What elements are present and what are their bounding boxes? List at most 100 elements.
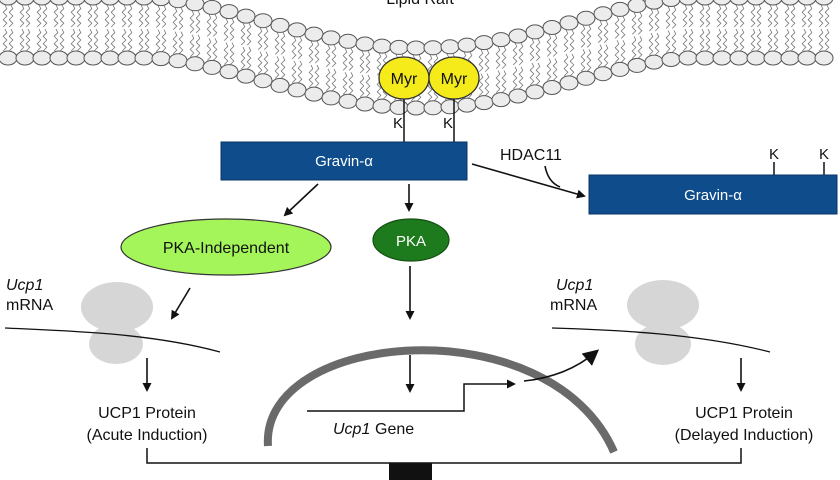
lipid-head	[440, 39, 460, 55]
pka-label: PKA	[396, 233, 426, 250]
lipid-head	[423, 40, 443, 56]
myr-right-label: Myr	[441, 71, 468, 88]
lipid-head	[117, 0, 137, 6]
lipid-head	[610, 61, 630, 77]
lipid-head	[83, 0, 103, 6]
lipid-head	[746, 0, 766, 6]
lipid-tail	[240, 46, 246, 70]
lipid-head	[627, 57, 647, 73]
myr-group-right: Myr	[428, 56, 480, 100]
lipid-tail	[756, 4, 762, 28]
lipid-head	[440, 99, 460, 115]
lipid-tail	[665, 30, 671, 53]
lipid-head	[525, 84, 545, 100]
lipid-tail	[121, 28, 127, 52]
lipid-head	[202, 59, 222, 75]
lipid-tail	[773, 28, 779, 52]
lipid-tail	[603, 20, 609, 43]
arrow-gene-to-mrna-right	[523, 349, 600, 382]
lipid-tail	[178, 7, 184, 30]
lipid-head	[117, 50, 137, 66]
lysine-label-right-1: K	[769, 146, 779, 163]
lipid-head	[168, 0, 188, 9]
lipid-tail	[614, 40, 620, 63]
lipid-tail	[121, 4, 127, 28]
lipid-tail	[705, 28, 711, 52]
lipid-tail	[19, 4, 25, 28]
lipid-head	[678, 0, 698, 6]
lipid-head	[423, 100, 443, 116]
lipid-tail	[484, 49, 490, 72]
lipid-tail	[25, 28, 31, 52]
lipid-head	[270, 77, 290, 93]
lipid-head	[559, 15, 579, 31]
lipid-tail	[824, 28, 830, 52]
arrow-pka-independent-to-mrna	[170, 287, 191, 320]
lysine-label-left-1: K	[393, 115, 403, 132]
lipid-tail	[104, 28, 110, 52]
lipid-tail	[42, 28, 48, 52]
lipid-head	[49, 0, 69, 6]
lipid-tail	[801, 4, 807, 28]
lipid-head	[814, 50, 834, 66]
lipid-tail	[297, 60, 303, 84]
lipid-head	[49, 50, 69, 66]
hdac11-curve	[544, 165, 561, 188]
lipid-tail	[767, 28, 773, 52]
lipid-tail	[87, 4, 93, 28]
protein-left-line1: UCP1 Protein	[98, 405, 196, 422]
lipid-head	[151, 0, 171, 7]
lipid-tail	[586, 49, 592, 72]
lipid-head	[542, 20, 562, 35]
ribosome-left	[81, 282, 153, 364]
lipid-head	[661, 52, 681, 67]
lipid-tail	[716, 28, 722, 52]
lipid-head	[202, 0, 222, 15]
lipid-tail	[359, 50, 365, 74]
lipid-tail	[631, 12, 637, 35]
lipid-tail	[240, 22, 246, 46]
gravin-alpha-label-left: Gravin-α	[315, 153, 373, 170]
lipid-head	[134, 0, 154, 6]
lipid-tail	[127, 4, 133, 28]
lipid-tail	[648, 8, 654, 32]
lipid-tail	[716, 4, 722, 28]
lipid-head	[746, 50, 766, 66]
lipid-head	[763, 50, 783, 66]
lipid-tail	[246, 22, 252, 46]
lipid-tail	[603, 44, 609, 67]
lipid-head	[355, 36, 375, 52]
lysine-label-left-2: K	[443, 115, 453, 132]
ucp1-gene-name: Ucp1	[333, 421, 370, 438]
protein-right-line1: UCP1 Protein	[695, 405, 793, 422]
bottom-connector	[146, 448, 742, 464]
nuclear-envelope-arc	[263, 346, 618, 454]
ribosome-right	[627, 280, 699, 365]
ucp1-gene-line	[307, 379, 516, 412]
lipid-tail	[546, 34, 552, 57]
lipid-tail	[206, 14, 212, 37]
lipid-tail	[654, 8, 660, 32]
gravin-alpha-label-right: Gravin-α	[684, 187, 742, 204]
bottom-block	[389, 463, 432, 480]
lipid-head	[100, 0, 120, 6]
lipid-head	[83, 50, 103, 66]
lipid-tail	[93, 4, 99, 28]
lipid-head	[712, 0, 732, 6]
lipid-tail	[790, 4, 796, 28]
lipid-tail	[274, 56, 280, 79]
lipid-tail	[110, 4, 116, 28]
lipid-tail	[535, 62, 541, 86]
lipid-tail	[342, 48, 348, 71]
lipid-head	[780, 0, 800, 6]
lipid-head	[491, 32, 511, 48]
lipid-tail	[291, 60, 297, 84]
lipid-head	[32, 50, 52, 66]
lipid-tail	[342, 72, 348, 95]
lipid-head	[610, 1, 630, 17]
lipid-tail	[807, 28, 813, 52]
lipid-head	[525, 24, 545, 40]
lipid-head	[151, 51, 171, 67]
lipid-tail	[59, 28, 65, 52]
lipid-tail	[257, 51, 263, 74]
